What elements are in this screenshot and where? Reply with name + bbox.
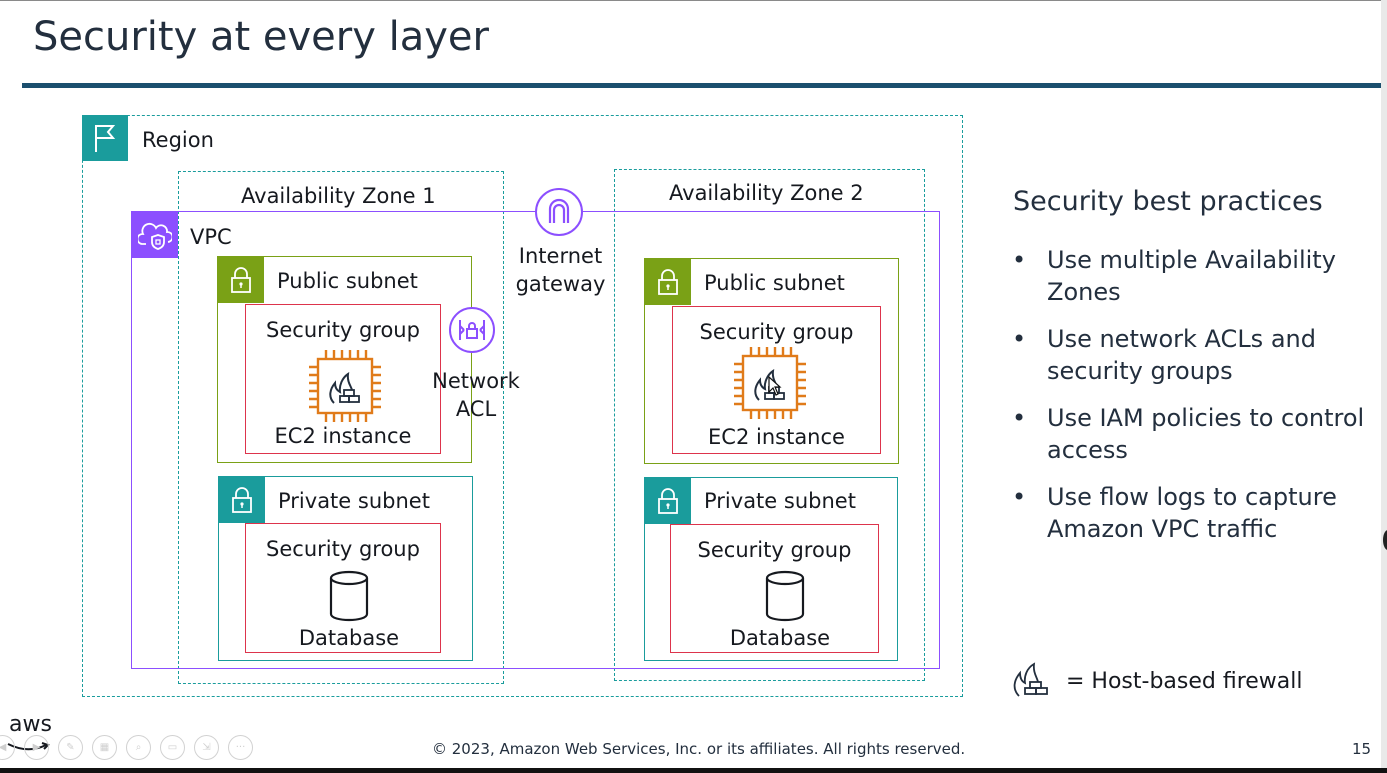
forward-icon[interactable]: ▶ [24,735,49,760]
vpc-label: VPC [190,225,232,249]
zoom-icon[interactable]: ⌕ [126,735,151,760]
az2-label: Availability Zone 2 [669,181,864,205]
az1-box [178,171,504,684]
list-item: Use IAM policies to control access [1008,402,1368,466]
az1-private-label: Private subnet [278,489,430,513]
az1-public-sg-label: Security group [266,318,420,342]
database-icon [328,570,370,622]
az1-private-security-group [245,523,441,653]
vpc-cloud-shield-icon [132,212,178,258]
az2-public-sg-label: Security group [699,320,854,344]
legend-label: = Host-based firewall [1066,669,1303,694]
more-icon[interactable]: ··· [228,735,253,760]
subtitles-icon[interactable]: ▭ [160,735,185,760]
internet-gateway-label: Internet gateway [503,242,618,298]
best-practices-heading: Security best practices [1013,186,1323,217]
presentation-toolbar: ◀ ▶ ✎ ▦ ⌕ ▭ ⇲ ··· [0,735,253,760]
edge-marker [1383,530,1387,550]
az2-private-subnet [644,477,898,661]
az2-private-security-group [670,524,879,653]
az2-public-subnet [644,258,899,464]
title-underline [22,83,1381,88]
az2-private-lock-icon [645,478,691,524]
az1-public-security-group [245,304,441,454]
internet-gateway-icon [534,187,584,237]
region-label: Region [142,128,214,152]
internet-gateway-line2: gateway [515,272,606,296]
region-box [82,115,963,697]
az2-public-security-group [672,306,881,454]
az2-box [614,169,925,681]
ec2-instance-icon [304,345,386,427]
az2-public-resource-label: EC2 instance [708,425,845,449]
database-icon [764,570,806,622]
top-border [0,0,1387,1]
back-icon[interactable]: ◀ [0,735,15,760]
list-item: Use multiple Availability Zones [1008,244,1368,308]
flag-icon [82,115,128,161]
az2-private-sg-label: Security group [697,538,852,562]
cursor-icon [768,375,782,396]
list-item: Use network ACLs and security groups [1008,323,1368,387]
bottom-bar [0,768,1387,773]
list-item: Use flow logs to capture Amazon VPC traf… [1008,481,1368,545]
az1-label: Availability Zone 1 [241,184,436,208]
pointer-icon[interactable]: ⇲ [194,735,219,760]
az2-public-label: Public subnet [704,271,845,295]
page-title: Security at every layer [33,14,489,60]
az1-private-sg-label: Security group [266,537,420,561]
network-acl-line1: Network [432,369,520,393]
az1-private-lock-icon [219,477,265,523]
az2-public-lock-icon [645,259,691,305]
az2-private-resource-label: Database [729,626,831,650]
az1-private-resource-label: Database [298,626,400,650]
az1-private-subnet [218,476,473,661]
az2-private-label: Private subnet [704,489,856,513]
scroll-edge [1381,0,1387,773]
az1-public-label: Public subnet [277,269,418,293]
network-acl-icon [448,306,496,354]
az1-public-subnet [217,256,472,463]
slides-icon[interactable]: ▦ [92,735,117,760]
az1-public-lock-icon [218,257,264,303]
internet-gateway-line1: Internet [518,244,603,268]
best-practices-list: Use multiple Availability Zones Use netw… [1008,244,1368,560]
host-firewall-icon [1010,662,1052,698]
pen-icon[interactable]: ✎ [58,735,83,760]
network-acl-line2: ACL [455,397,497,421]
page-number: 15 [1352,740,1372,758]
copyright-footer: © 2023, Amazon Web Services, Inc. or its… [432,740,966,758]
az1-public-resource-label: EC2 instance [274,424,412,448]
network-acl-label: Network ACL [425,367,527,423]
aws-logo: aws [9,712,52,737]
